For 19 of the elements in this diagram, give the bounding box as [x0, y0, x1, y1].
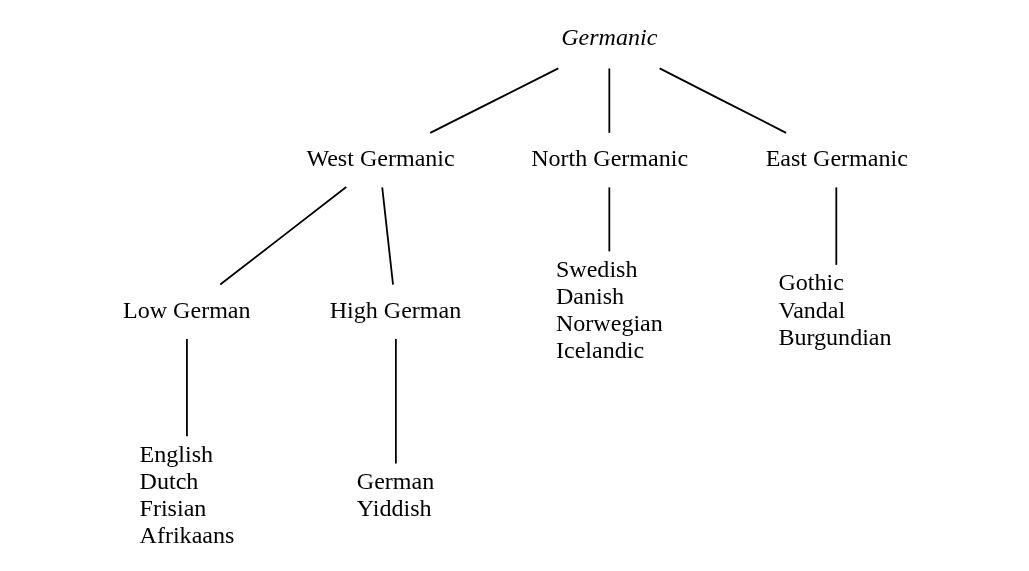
- node-text: West Germanic: [305, 144, 455, 171]
- node-text: English Dutch Frisian Afrikaans: [139, 440, 234, 548]
- node-text: German Yiddish: [356, 467, 434, 521]
- connector: [834, 186, 837, 266]
- connector: [185, 338, 188, 438]
- connector: [658, 67, 787, 134]
- node-text: North Germanic: [530, 144, 688, 171]
- connector: [218, 186, 347, 286]
- connector: [607, 67, 610, 134]
- connector: [428, 67, 559, 134]
- node-text: Germanic: [560, 24, 657, 51]
- node-text: Swedish Danish Norwegian Icelandic: [555, 255, 663, 364]
- connector: [394, 338, 397, 465]
- node-text: Gothic Vandal Burgundian: [777, 269, 892, 350]
- node-text: Low German: [122, 296, 251, 323]
- node-text: High German: [329, 296, 461, 323]
- connector: [380, 186, 394, 286]
- connector: [607, 186, 610, 253]
- node-text: East Germanic: [765, 144, 908, 171]
